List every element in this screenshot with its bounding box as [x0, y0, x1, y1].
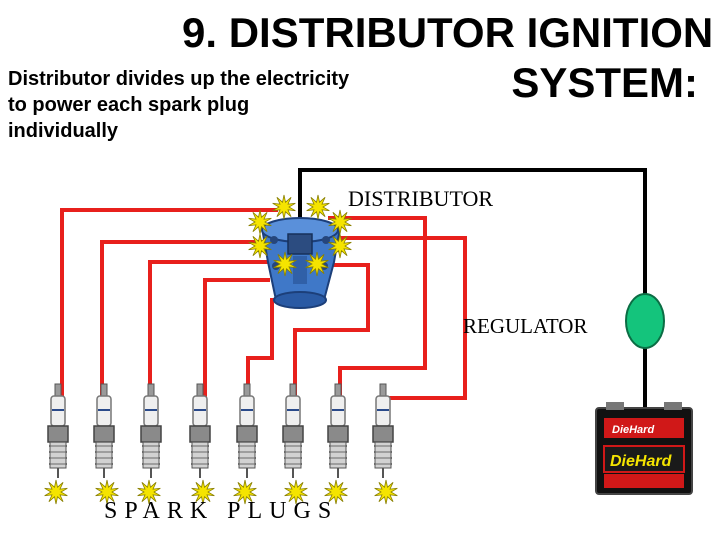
spark-icon	[272, 194, 296, 220]
wire-plug-7	[328, 216, 427, 398]
description: Distributor divides up the electricity t…	[8, 66, 428, 144]
battery-brand-top: DieHard	[612, 424, 654, 436]
wire-plug-5	[246, 298, 274, 398]
spark-icon	[273, 251, 297, 277]
description-line: Distributor divides up the electricity	[8, 68, 350, 90]
description-line: individually	[8, 120, 119, 142]
spark-icon	[137, 479, 161, 505]
spark-plugs-label: SPARK PLUGS	[104, 498, 339, 524]
spark-icon	[324, 479, 348, 505]
spark-icon	[44, 479, 68, 505]
distributor-label: DISTRIBUTOR	[348, 186, 494, 211]
spark-plug-icon	[236, 383, 258, 478]
distributor-cap-icon	[260, 217, 342, 309]
spark-plug-icon	[140, 383, 162, 478]
spark-icon	[305, 251, 329, 277]
page-title: 9. DISTRIBUTOR IGNITION	[182, 9, 714, 56]
spark-icon	[191, 479, 215, 505]
wire-plug-8	[338, 236, 467, 400]
spark-icon	[248, 233, 272, 259]
battery-icon: DieHard DieHard	[595, 402, 693, 495]
wire-plug-2	[100, 240, 262, 398]
wire-plug-4	[203, 278, 270, 398]
wire-plug-3	[148, 260, 268, 398]
battery-brand-main: DieHard	[610, 453, 673, 470]
wire-distributor-to-regulator	[298, 168, 647, 296]
description-line: to power each spark plug	[8, 94, 250, 116]
spark-plug-icon	[327, 383, 349, 478]
spark-plug-icon	[189, 383, 211, 478]
sparks	[44, 194, 398, 505]
spark-icon	[374, 479, 398, 505]
spark-icon	[328, 233, 352, 259]
regulator-label: REGULATOR	[463, 314, 588, 338]
spark-icon	[284, 479, 308, 505]
spark-icon	[233, 479, 257, 505]
red-wires	[60, 208, 467, 400]
spark-plug-icon	[93, 383, 115, 478]
wire-plug-6	[293, 263, 370, 398]
wire-plug-1	[60, 208, 278, 398]
spark-icon	[306, 194, 330, 220]
page-title-line2: SYSTEM:	[511, 59, 698, 106]
regulator-icon	[625, 293, 665, 349]
spark-plug-icon	[372, 383, 394, 478]
spark-plugs	[47, 383, 394, 478]
spark-icon	[95, 479, 119, 505]
spark-plug-icon	[47, 383, 69, 478]
spark-plug-icon	[282, 383, 304, 478]
